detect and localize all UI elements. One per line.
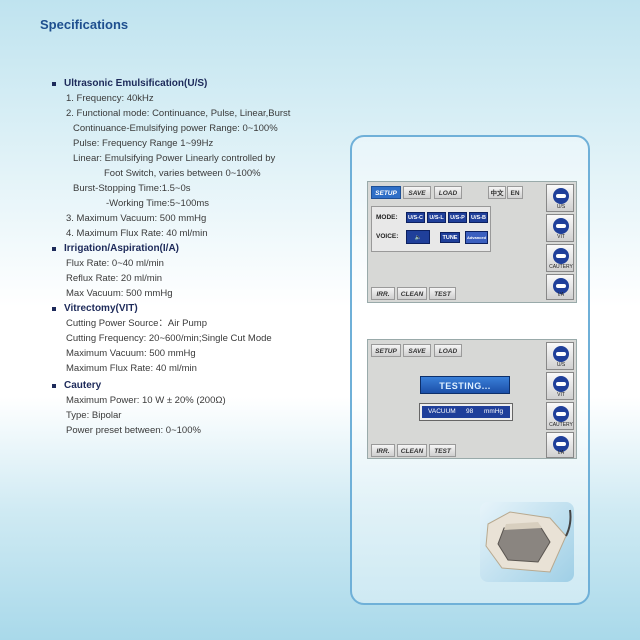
voice-label: VOICE:: [376, 233, 399, 240]
spec-line: Linear: Emulsifying Power Linearly contr…: [73, 153, 276, 164]
testing-indicator: TESTING...: [420, 376, 510, 394]
spec-line: Foot Switch, varies between 0~100%: [104, 168, 261, 179]
bullet-icon: [52, 81, 56, 86]
testing-screen: SETUP SAVE LOAD TESTING... VACUUM 98 mmH…: [367, 339, 577, 459]
clean-button[interactable]: CLEAN: [397, 287, 427, 300]
heading-text: Irrigation/Aspiration(I/A): [64, 243, 179, 254]
spec-line: Type: Bipolar: [66, 410, 122, 421]
specifications-list: Ultrasonic Emulsification(U/S) 1. Freque…: [52, 76, 352, 438]
foot-pedal-image: [480, 502, 574, 582]
handpiece-icon: [553, 376, 569, 392]
mode-us-c-button[interactable]: U/S-C: [406, 212, 425, 223]
spec-line: Max Vacuum: 500 mmHg: [66, 288, 173, 299]
handpiece-icon: [553, 346, 569, 362]
bullet-icon: [52, 306, 56, 311]
tune-button[interactable]: TUNE: [440, 232, 460, 243]
vacuum-value: 98: [466, 408, 474, 415]
speaker-icon[interactable]: 🔈: [406, 230, 430, 244]
spec-line: Flux Rate: 0~40 ml/min: [66, 258, 164, 269]
us-label: U/S: [556, 204, 566, 210]
vit-label: VIT: [557, 234, 565, 240]
us-label: U/S: [556, 362, 566, 368]
spec-line: 2. Functional mode: Continuance, Pulse, …: [66, 108, 291, 119]
spec-line: Cutting Frequency: 20~600/min;Single Cut…: [66, 333, 272, 344]
section-heading-us: Ultrasonic Emulsification(U/S): [52, 76, 352, 91]
handpiece-icon: [553, 188, 569, 204]
setup-screen: SETUP SAVE LOAD 中文 EN MODE: U/S-C U/S-L …: [367, 181, 577, 303]
spec-line: Pulse: Frequency Range 1~99Hz: [73, 138, 214, 149]
cautery-label: CAUTERY: [549, 422, 573, 428]
ia-mode-button[interactable]: I/A: [546, 274, 574, 300]
spec-line: 4. Maximum Flux Rate: 40 ml/min: [66, 228, 208, 239]
us-mode-button[interactable]: U/S: [546, 184, 574, 212]
handpiece-icon: [553, 436, 569, 452]
spec-line: Cutting Power Source：Air Pump: [66, 318, 207, 329]
handpiece-icon: [553, 406, 569, 422]
handpiece-icon: [553, 218, 569, 234]
handpiece-icon: [553, 248, 569, 264]
heading-text: Ultrasonic Emulsification(U/S): [64, 78, 208, 89]
spec-line: Continuance-Emulsifying power Range: 0~1…: [73, 123, 278, 134]
vacuum-unit: mmHg: [484, 408, 504, 415]
load-button[interactable]: LOAD: [434, 186, 462, 199]
test-button[interactable]: TEST: [429, 444, 456, 457]
irr-button[interactable]: IRR.: [371, 444, 395, 457]
ia-mode-button[interactable]: I/A: [546, 432, 574, 458]
spec-line: Maximum Power: 10 W ± 20% (200Ω): [66, 395, 226, 406]
bullet-icon: [52, 246, 56, 251]
irr-button[interactable]: IRR.: [371, 287, 395, 300]
save-button[interactable]: SAVE: [403, 186, 431, 199]
handpiece-icon: [553, 278, 569, 294]
spec-line: Maximum Flux Rate: 40 ml/min: [66, 363, 197, 374]
section-heading-vit: Vitrectomy(VIT): [52, 301, 352, 316]
bullet-icon: [52, 383, 56, 388]
spec-line: 1. Frequency: 40kHz: [66, 93, 154, 104]
mode-us-p-button[interactable]: U/S-P: [448, 212, 467, 223]
mode-us-b-button[interactable]: U/S-B: [469, 212, 488, 223]
us-mode-button[interactable]: U/S: [546, 342, 574, 370]
cautery-mode-button[interactable]: CAUTERY: [546, 244, 574, 272]
device-frame: SETUP SAVE LOAD 中文 EN MODE: U/S-C U/S-L …: [350, 135, 590, 605]
ia-label: I/A: [557, 292, 565, 298]
mode-label: MODE:: [376, 214, 398, 221]
page-title: Specifications: [40, 17, 129, 32]
section-heading-cautery: Cautery: [52, 378, 352, 393]
vit-mode-button[interactable]: VIT: [546, 372, 574, 400]
spec-line: -Working Time:5~100ms: [106, 198, 210, 209]
mode-sidebar: U/S VIT CAUTERY I/A: [546, 342, 574, 458]
lang-en-button[interactable]: EN: [507, 186, 523, 199]
advanced-button[interactable]: Advanced: [465, 231, 488, 244]
cautery-mode-button[interactable]: CAUTERY: [546, 402, 574, 430]
vacuum-readout: VACUUM 98 mmHg: [419, 403, 513, 421]
save-button[interactable]: SAVE: [403, 344, 431, 357]
mode-sidebar: U/S VIT CAUTERY I/A: [546, 184, 574, 300]
vit-mode-button[interactable]: VIT: [546, 214, 574, 242]
heading-text: Cautery: [64, 380, 102, 391]
spec-line: Burst-Stopping Time:1.5~0s: [73, 183, 191, 194]
heading-text: Vitrectomy(VIT): [64, 303, 138, 314]
spec-line: Reflux Rate: 20 ml/min: [66, 273, 163, 284]
setup-button[interactable]: SETUP: [371, 344, 401, 357]
foot-pedal-icon: [485, 509, 572, 573]
cautery-label: CAUTERY: [549, 264, 573, 270]
lang-zh-button[interactable]: 中文: [488, 186, 506, 199]
vit-label: VIT: [557, 392, 565, 398]
setup-button[interactable]: SETUP: [371, 186, 401, 199]
spec-line: Maximum Vacuum: 500 mmHg: [66, 348, 196, 359]
mode-us-l-button[interactable]: U/S-L: [427, 212, 446, 223]
test-button[interactable]: TEST: [429, 287, 456, 300]
vacuum-label: VACUUM: [428, 408, 456, 415]
spec-line: Power preset between: 0~100%: [66, 425, 201, 436]
load-button[interactable]: LOAD: [434, 344, 462, 357]
spec-line: 3. Maximum Vacuum: 500 mmHg: [66, 213, 207, 224]
ia-label: I/A: [557, 450, 565, 456]
settings-panel: MODE: U/S-C U/S-L U/S-P U/S-B VOICE: 🔈 T…: [371, 206, 491, 252]
section-heading-ia: Irrigation/Aspiration(I/A): [52, 241, 352, 256]
clean-button[interactable]: CLEAN: [397, 444, 427, 457]
